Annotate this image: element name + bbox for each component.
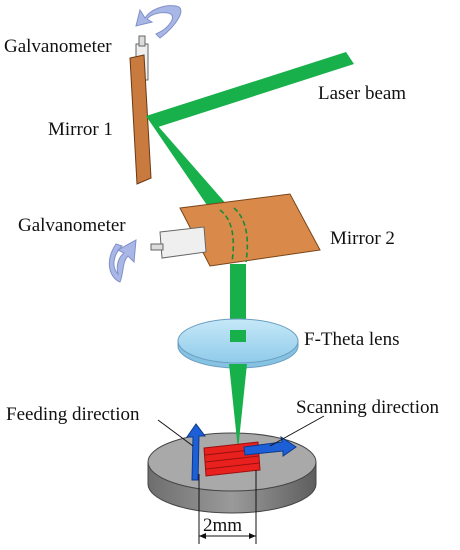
galvanometer-top-label: Galvanometer: [4, 36, 112, 57]
scanning-direction-arrow: [243, 435, 297, 457]
f-theta-lens: [177, 318, 299, 369]
dimension-marker: [198, 470, 257, 544]
galvanometer-2: [150, 226, 207, 259]
mirror-1-label: Mirror 1: [48, 119, 113, 140]
mirror-1: [129, 54, 152, 185]
curved-rotation-arrow-icon: [108, 239, 137, 283]
laser-beam-path: [146, 52, 354, 230]
scanning-direction-label: Scanning direction: [296, 397, 439, 418]
focused-beam: [229, 364, 247, 450]
laser-beam-label: Laser beam: [318, 83, 407, 104]
curved-rotation-arrow-icon: [135, 5, 182, 39]
dimension-label: 2mm: [203, 515, 243, 536]
f-theta-lens-label: F-Theta lens: [304, 329, 400, 350]
laser-through-mirror-2: [219, 207, 249, 263]
feeding-direction-label: Feeding direction: [6, 404, 140, 425]
feeding-direction-arrow: [186, 423, 206, 481]
galvanometer-mid-label: Galvanometer: [18, 215, 126, 236]
leader-lines: [157, 415, 325, 447]
mirror-2-label: Mirror 2: [330, 228, 395, 249]
